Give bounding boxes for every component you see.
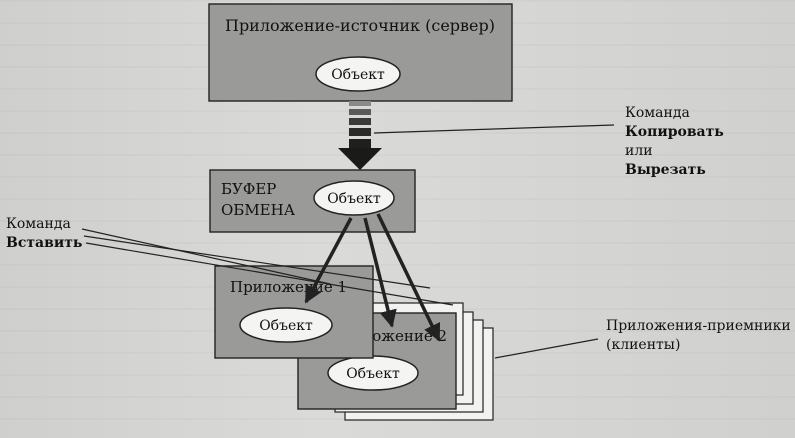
- copy-command-line4: Вырезать: [625, 162, 706, 178]
- paste-command-line1: Команда: [6, 216, 71, 232]
- copy-arrow: [338, 101, 382, 170]
- paste-leader-2: [83, 235, 431, 289]
- client-app-1-title: Приложение 1: [230, 278, 347, 296]
- paste-leader-1: [81, 228, 331, 285]
- paste-command-callout: Команда Вставить: [6, 216, 454, 306]
- copy-command-line2: Копировать: [625, 124, 724, 140]
- clipboard-object: [313, 180, 395, 216]
- receivers-leader: [494, 338, 599, 359]
- clipboard-object-label: Объект: [327, 191, 381, 207]
- client-app-1: Приложение 1 Объект: [214, 265, 374, 359]
- client-app-2: Приложение 2 Объект: [297, 312, 457, 410]
- receivers-line1: Приложения-приемники: [606, 318, 791, 334]
- copy-command-line3: или: [625, 143, 653, 159]
- source-app: Приложение-источник (сервер) Объект: [208, 3, 513, 102]
- receivers-line2: (клиенты): [606, 337, 680, 353]
- client-app-1-object: [239, 307, 333, 343]
- paste-arrow-2: [363, 217, 397, 328]
- source-app-object-label: Объект: [331, 67, 385, 83]
- copy-command-callout: Команда Копировать или Вырезать: [373, 105, 724, 178]
- source-app-object: [315, 56, 401, 92]
- paste-arrow-3: [376, 213, 441, 342]
- client-app-1-object-label: Объект: [259, 318, 313, 334]
- paste-leader-3: [85, 242, 454, 306]
- clipboard-block: БУФЕР ОБМЕНА Объект: [209, 169, 416, 233]
- receivers-callout: Приложения-приемники (клиенты): [494, 318, 791, 359]
- clipboard-title-line1: БУФЕР: [221, 180, 276, 198]
- client-app-2-object-label: Объект: [346, 366, 400, 382]
- source-app-title: Приложение-источник (сервер): [225, 16, 495, 35]
- paste-command-line2: Вставить: [6, 235, 82, 251]
- paste-arrows: [304, 213, 441, 342]
- copy-command-leader: [373, 124, 615, 134]
- copy-command-line1: Команда: [625, 105, 690, 121]
- clipboard-title-line2: ОБМЕНА: [221, 201, 296, 219]
- paste-arrow-1: [304, 217, 353, 304]
